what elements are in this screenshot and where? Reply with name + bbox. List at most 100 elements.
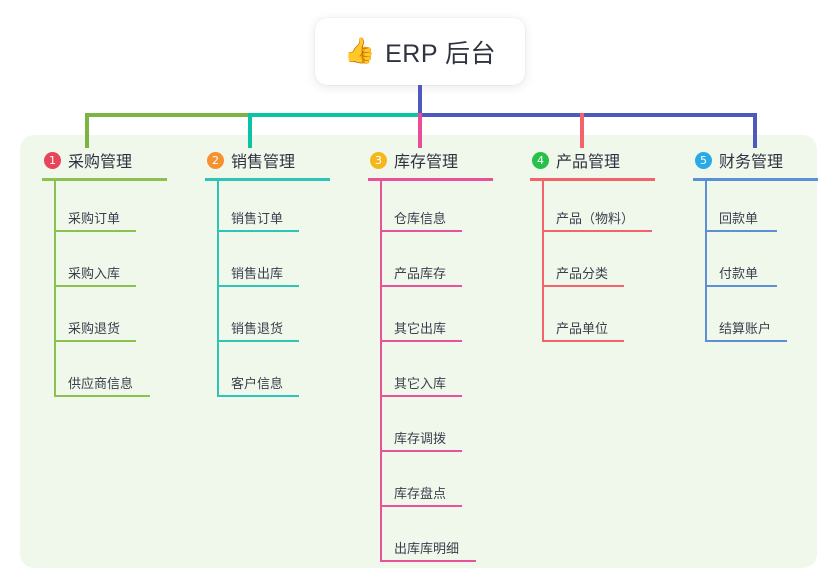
- list-item-label: 库存调拨: [394, 431, 447, 446]
- drop-finance: [753, 113, 757, 148]
- list-item-label: 产品（物料）: [556, 211, 635, 226]
- column-badge-purchase: 1: [44, 151, 61, 169]
- list-item-rule: [380, 560, 476, 562]
- list-item[interactable]: 销售订单: [217, 181, 348, 236]
- list-item[interactable]: 付款单: [705, 236, 836, 291]
- column-items-purchase: 采购订单采购入库采购退货供应商信息: [54, 181, 185, 401]
- column-title-purchase: 采购管理: [68, 154, 133, 171]
- list-item-label: 客户信息: [231, 376, 284, 391]
- list-item-rule: [705, 340, 787, 342]
- column-rule-inventory: [368, 178, 493, 181]
- column-purchase: 1 采购管理采购订单采购入库采购退货供应商信息: [22, 148, 185, 397]
- list-item-rule: [217, 285, 299, 287]
- list-item-label: 销售出库: [231, 266, 284, 281]
- list-item[interactable]: 采购退货: [54, 291, 185, 346]
- column-finance: 5 财务管理回款单付款单结算账户: [673, 148, 836, 342]
- thumbs-up-icon: 👍: [343, 37, 376, 65]
- column-items-sales: 销售订单销售出库销售退货客户信息: [217, 181, 348, 401]
- drop-sales: [248, 113, 252, 148]
- column-rule-product: [530, 178, 655, 181]
- list-item-label: 结算账户: [719, 321, 772, 336]
- list-item[interactable]: 仓库信息: [380, 181, 511, 236]
- list-item-rule: [54, 285, 136, 287]
- column-title-product: 产品管理: [556, 154, 621, 171]
- list-item[interactable]: 其它出库: [380, 291, 511, 346]
- list-item-label: 供应商信息: [68, 376, 134, 391]
- column-spine-purchase: [54, 181, 56, 397]
- column-header-inventory[interactable]: 3 库存管理: [348, 148, 511, 172]
- list-item-label: 产品分类: [556, 266, 609, 281]
- column-header-purchase[interactable]: 1 采购管理: [22, 148, 185, 172]
- column-rule-purchase: [42, 178, 167, 181]
- column-header-finance[interactable]: 5 财务管理: [673, 148, 836, 172]
- drop-inventory: [418, 113, 422, 148]
- list-item-rule: [542, 340, 624, 342]
- list-item[interactable]: 客户信息: [217, 346, 348, 401]
- list-item[interactable]: 其它入库: [380, 346, 511, 401]
- list-item[interactable]: 出库库明细: [380, 511, 511, 566]
- list-item-rule: [217, 230, 299, 232]
- list-item[interactable]: 产品库存: [380, 236, 511, 291]
- column-badge-product: 4: [532, 151, 549, 169]
- list-item-rule: [542, 230, 652, 232]
- list-item-rule: [380, 340, 462, 342]
- list-item[interactable]: 产品单位: [542, 291, 673, 346]
- list-item-rule: [705, 285, 777, 287]
- column-inventory: 3 库存管理仓库信息产品库存其它出库其它入库库存调拨库存盘点出库库明细: [348, 148, 511, 562]
- list-item[interactable]: 库存调拨: [380, 401, 511, 456]
- connector-root-stem: [418, 85, 422, 115]
- list-item-rule: [54, 340, 136, 342]
- list-item-label: 回款单: [719, 211, 759, 226]
- column-title-sales: 销售管理: [231, 154, 296, 171]
- column-rule-sales: [205, 178, 330, 181]
- list-item-rule: [380, 505, 462, 507]
- column-header-product[interactable]: 4 产品管理: [510, 148, 673, 172]
- list-item-label: 销售退货: [231, 321, 284, 336]
- root-node-title: ERP 后台: [385, 39, 497, 68]
- column-items-inventory: 仓库信息产品库存其它出库其它入库库存调拨库存盘点出库库明细: [380, 181, 511, 566]
- list-item-label: 其它出库: [394, 321, 447, 336]
- column-title-finance: 财务管理: [719, 154, 784, 171]
- bus-blue: [418, 113, 755, 117]
- column-spine-finance: [705, 181, 707, 342]
- list-item[interactable]: 采购入库: [54, 236, 185, 291]
- list-item[interactable]: 产品分类: [542, 236, 673, 291]
- list-item-rule: [542, 285, 624, 287]
- list-item[interactable]: 供应商信息: [54, 346, 185, 401]
- column-items-finance: 回款单付款单结算账户: [705, 181, 836, 346]
- list-item-rule: [705, 230, 777, 232]
- list-item[interactable]: 销售出库: [217, 236, 348, 291]
- list-item-label: 出库库明细: [394, 541, 460, 556]
- list-item-label: 库存盘点: [394, 486, 447, 501]
- list-item[interactable]: 产品（物料）: [542, 181, 673, 236]
- column-badge-inventory: 3: [370, 151, 387, 169]
- list-item[interactable]: 采购订单: [54, 181, 185, 236]
- column-items-product: 产品（物料） 产品分类产品单位: [542, 181, 673, 346]
- bus-teal: [248, 113, 418, 117]
- list-item-label: 付款单: [719, 266, 759, 281]
- diagram-panel: [20, 135, 817, 568]
- column-title-inventory: 库存管理: [394, 154, 459, 171]
- list-item-rule: [54, 230, 136, 232]
- list-item[interactable]: 回款单: [705, 181, 836, 236]
- column-badge-finance: 5: [695, 151, 712, 169]
- list-item[interactable]: 结算账户: [705, 291, 836, 346]
- list-item-label: 仓库信息: [394, 211, 447, 226]
- drop-product: [580, 113, 584, 148]
- bus-green: [85, 113, 248, 117]
- column-rule-finance: [693, 178, 818, 181]
- list-item[interactable]: 库存盘点: [380, 456, 511, 511]
- list-item-label: 销售订单: [231, 211, 284, 226]
- drop-purchase: [85, 113, 89, 148]
- list-item[interactable]: 销售退货: [217, 291, 348, 346]
- column-spine-sales: [217, 181, 219, 397]
- list-item-rule: [54, 395, 150, 397]
- list-item-label: 产品库存: [394, 266, 447, 281]
- root-node-erp-backend[interactable]: 👍 ERP 后台: [315, 18, 525, 85]
- list-item-label: 采购订单: [68, 211, 121, 226]
- list-item-rule: [380, 395, 462, 397]
